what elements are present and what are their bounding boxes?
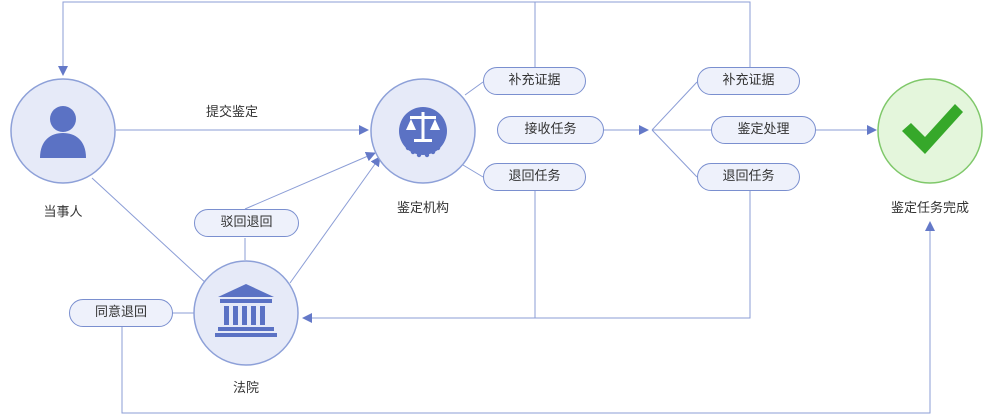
final-return-to-court xyxy=(302,191,751,323)
agree-return-pill[interactable]: 同意退回 xyxy=(69,299,173,327)
loop-line-to-party xyxy=(534,1,751,67)
reject-return-line xyxy=(244,151,376,210)
agency-node[interactable] xyxy=(370,78,476,184)
done-caption: 鉴定任务完成 xyxy=(890,201,969,216)
fan-top xyxy=(651,81,698,131)
connectors xyxy=(58,1,935,414)
agency-return-task-pill[interactable]: 退回任务 xyxy=(483,163,586,191)
courthouse-icon xyxy=(215,284,277,337)
agency-branch-bottom xyxy=(462,164,484,178)
final-process-pill[interactable]: 鉴定处理 xyxy=(711,116,816,144)
reject-return-pill[interactable]: 驳回退回 xyxy=(194,209,299,237)
party-court-line xyxy=(91,177,209,286)
court-caption: 法院 xyxy=(232,381,259,396)
fan-bottom xyxy=(651,129,698,178)
court-node[interactable] xyxy=(193,260,299,366)
submit-label: 提交鉴定 xyxy=(206,104,258,120)
scales-of-justice-icon xyxy=(399,107,447,158)
court-agency-line xyxy=(289,156,381,284)
final-return-task-pill[interactable]: 退回任务 xyxy=(697,163,800,191)
agency-branch-top xyxy=(464,81,484,96)
checkmark-icon xyxy=(902,104,963,154)
agency-supplement-evidence-pill[interactable]: 补充证据 xyxy=(483,67,586,95)
party-caption: 当事人 xyxy=(43,205,83,220)
agree-return-to-done xyxy=(121,221,935,414)
done-node[interactable] xyxy=(877,78,983,184)
person-icon xyxy=(40,106,86,158)
loop-arrow-to-party xyxy=(58,1,535,76)
final-supplement-evidence-pill[interactable]: 补充证据 xyxy=(697,67,800,95)
agency-caption: 鉴定机构 xyxy=(396,201,449,216)
party-node[interactable] xyxy=(10,78,116,184)
agency-accept-task-pill[interactable]: 接收任务 xyxy=(497,116,604,144)
